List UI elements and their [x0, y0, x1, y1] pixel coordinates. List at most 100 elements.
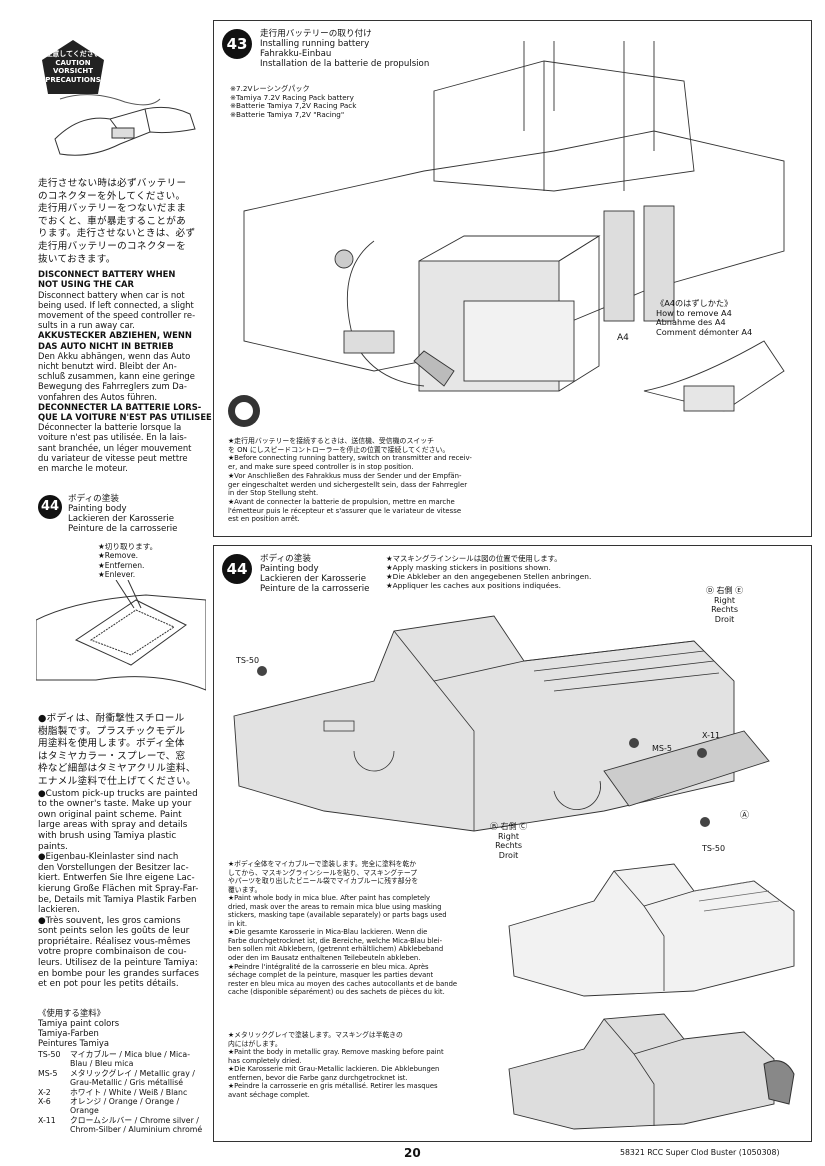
paint-note-en-line: ●Custom pick-up trucks are painted — [38, 788, 198, 799]
warning-jp-line: 走行させない時は必ずバッテリー — [38, 178, 187, 189]
paint-color-name: ホワイト / White / Weiß / Blanc — [70, 1087, 188, 1097]
paint-color-code: X-11 — [38, 1115, 56, 1125]
step-43-note-line: ★Before connecting running battery, swit… — [228, 454, 472, 463]
mica-blue-note-line: séchage complet de la peinture, masquer … — [228, 971, 434, 980]
step-44-en: Painting body — [68, 504, 127, 514]
step-43-note-line: ger eingeschaltet werden und sichergeste… — [228, 480, 468, 489]
paint-note-jp-line: ●ボディは、耐衝撃性スチロール — [38, 713, 185, 724]
label-rechts-2: Rechts — [495, 841, 522, 850]
masking-de: ★Die Abkleber an den angegebenen Stellen… — [386, 572, 592, 581]
paint-colors-title-de: Tamiya-Farben — [38, 1028, 99, 1038]
chassis-battery-illustration — [224, 41, 804, 441]
paint-note-jp-line: はタミヤカラー・スプレーで、窓 — [38, 750, 186, 762]
warning-jp-line: 抜いておきます。 — [38, 253, 116, 265]
a4-label: A4 — [617, 333, 629, 343]
paint-note-en-line: to the owner's taste. Make up your — [38, 799, 192, 810]
warning-fr-title-line: DECONNECTER LA BATTERIE LORS- — [38, 401, 202, 412]
mica-blue-note-line: cache (disponible séparément) ou des sac… — [228, 988, 445, 997]
step-44-left-title: ボディの塗装 Painting body Lackieren der Karos… — [68, 494, 208, 534]
warning-jp: 走行させない時は必ずバッテリーのコネクターを外してください。走行用バッテリーをつ… — [38, 178, 203, 266]
remove-en: ★Remove. — [98, 551, 139, 561]
warning-en-line: being used. If left connected, a slight — [38, 299, 194, 310]
warning-jp-line: 走行用バッテリーのコネクターを — [38, 240, 187, 252]
paint-color-name: メタリックグレイ / Metallic gray /Grau-Metallic … — [70, 1068, 195, 1088]
mica-blue-notes: ★ボディ全体をマイカブルーで塗装します。完全に塗料を乾かしてから、マスキングライ… — [228, 860, 500, 997]
battery-labels: ※7.2Vレーシングパック ※Tamiya 7.2V Racing Pack b… — [230, 84, 357, 119]
metallic-gray-note-line: 内にはがします。 — [228, 1039, 282, 1048]
paint-colors-title-jp: 《使用する塗料》 — [38, 1008, 105, 1018]
connector-hand-icon — [54, 94, 196, 156]
warning-en-line: Disconnect battery when car is not — [38, 289, 185, 300]
label-a: Ⓐ — [740, 811, 750, 821]
paint-color-code: TS-50 — [38, 1050, 61, 1059]
paint-note-de-line: den Vorstellungen der Besitzer lac- — [38, 862, 189, 873]
step-43-notes: ★走行用バッテリーを接続するときは、送信機、受信機のスイッチを ON にしスピー… — [228, 437, 528, 524]
masking-jp: ★マスキングラインシールは図の位置で使用します。 — [386, 554, 562, 563]
truck-masked-icon — [508, 863, 795, 997]
step-44-box: 44 ボディの塗装 Painting body Lackieren der Ka… — [213, 545, 812, 1142]
warning-en-title-line: DISCONNECT BATTERY WHEN — [38, 269, 176, 280]
remove-fr: ★Enlever. — [98, 570, 136, 580]
roof-window-icon — [35, 579, 207, 691]
warning-fr-title: DECONNECTER LA BATTERIE LORS-QUE LA VOIT… — [38, 401, 212, 422]
paint-note-jp-line: エナメル塗料で仕上げてください。 — [38, 775, 197, 787]
step-43-title: 走行用バッテリーの取り付け Installing running battery… — [260, 29, 429, 69]
label-x11: X-11 — [702, 731, 721, 740]
label-right-bc: Ⓑ 右側 Ⓒ Right Rechts Droit — [490, 822, 527, 860]
a4-remove-labels: 《A4のはずしかた》 How to remove A4 Abnahme des … — [656, 298, 753, 337]
mica-blue-note-line: in kit. — [228, 919, 248, 928]
masking-fr: ★Appliquer les caches aux positions indi… — [386, 581, 561, 590]
truck-gray-icon — [508, 1013, 795, 1130]
connector-illustration — [50, 84, 200, 176]
paint-note-en-line: own original paint scheme. Paint — [38, 809, 182, 820]
paint-colors-title-en: Tamiya paint colors — [38, 1018, 120, 1028]
mica-blue-note-line: してから、マスキングラインシールを貼り、マスキングテープ — [228, 868, 418, 877]
label-d-e: Ⓓ 右側 Ⓔ — [706, 586, 744, 595]
metallic-gray-notes: ★メタリックグレイで塗装します。マスキングは半乾きの内にはがします。★Paint… — [228, 1031, 500, 1099]
warning-en-line: movement of the speed controller re- — [38, 309, 196, 320]
metallic-gray-note-line: entfernen, bevor die Farbe ganz durchget… — [228, 1073, 408, 1082]
paint-color-name: クロームシルバー / Chrome silver /Chrom-Silber /… — [70, 1115, 203, 1135]
battery-label-en: ※Tamiya 7.2V Racing Pack battery — [230, 92, 354, 102]
page-number: 20 — [404, 1146, 421, 1160]
paint-notes-jp: ●ボディは、耐衝撃性スチロール樹脂製です。プラスチックモデル用塗料を使用します。… — [38, 713, 208, 789]
warning-de-line: Den Akku abhängen, wenn das Auto — [38, 350, 191, 361]
truck-masked-illustration — [504, 856, 804, 1006]
paint-note-fr-line: ●Très souvent, les gros camions — [38, 915, 181, 926]
warning-en-title-line: NOT USING THE CAR — [38, 279, 134, 290]
paint-note-jp-line: 枠など細部はタミヤアクリル塗料、 — [38, 763, 196, 775]
caution-fr: PRECAUTIONS — [45, 75, 101, 84]
warning-jp-line: 走行用バッテリーをつないだまま — [38, 203, 187, 215]
step-44-fr: Peinture de la carrosserie — [68, 524, 178, 534]
warning-de-line: nicht benutzt wird. Bleibt der An- — [38, 360, 177, 371]
step-44-right-number: 44 — [222, 554, 252, 584]
truck-body-illustration — [224, 601, 804, 851]
left-warning: 走行させない時は必ずバッテリーのコネクターを外してください。走行用バッテリーをつ… — [38, 178, 212, 473]
label-b-c: Ⓑ 右側 Ⓒ — [490, 822, 528, 831]
mica-blue-note-line: ben sollen mit Abklebern, (getrennt erhä… — [228, 945, 444, 954]
step-43-note-line: ★Avant de connecter la batterie de propu… — [228, 497, 455, 506]
warning-jp-line: のコネクターを外してください。 — [38, 190, 186, 202]
step-44-right-en: Painting body — [260, 564, 319, 574]
chassis-battery-icon — [243, 41, 785, 412]
truck-body-icon — [233, 615, 770, 832]
warning-fr-line: du variateur de vitesse peut mettre — [38, 452, 188, 463]
masking-en: ★Apply masking stickers in positions sho… — [386, 563, 551, 572]
step-43-de: Fahrakku-Einbau — [260, 49, 332, 59]
battery-label-de: ※Batterie Tamiya 7,2V Racing Pack — [230, 101, 357, 111]
remove-labels: ★切り取ります。 ★Remove. ★Entfernen. ★Enlever. — [98, 542, 157, 580]
paint-note-fr-line: votre propre combinaison de cou- — [38, 947, 187, 958]
mica-blue-note-line: rester en bleu mica au moyen des caches … — [228, 979, 458, 988]
warning-jp-line: でおくと、車が暴走することがあ — [38, 215, 187, 227]
mica-blue-note-line: ★ボディ全体をマイカブルーで塗装します。完全に塗料を乾か — [228, 860, 417, 868]
a4-remove-fr: Comment démonter A4 — [656, 326, 753, 337]
paint-note-de-line: kiert. Entwerfen Sie Ihre eigene Lac- — [38, 873, 195, 884]
label-droit-1: Droit — [714, 614, 735, 624]
